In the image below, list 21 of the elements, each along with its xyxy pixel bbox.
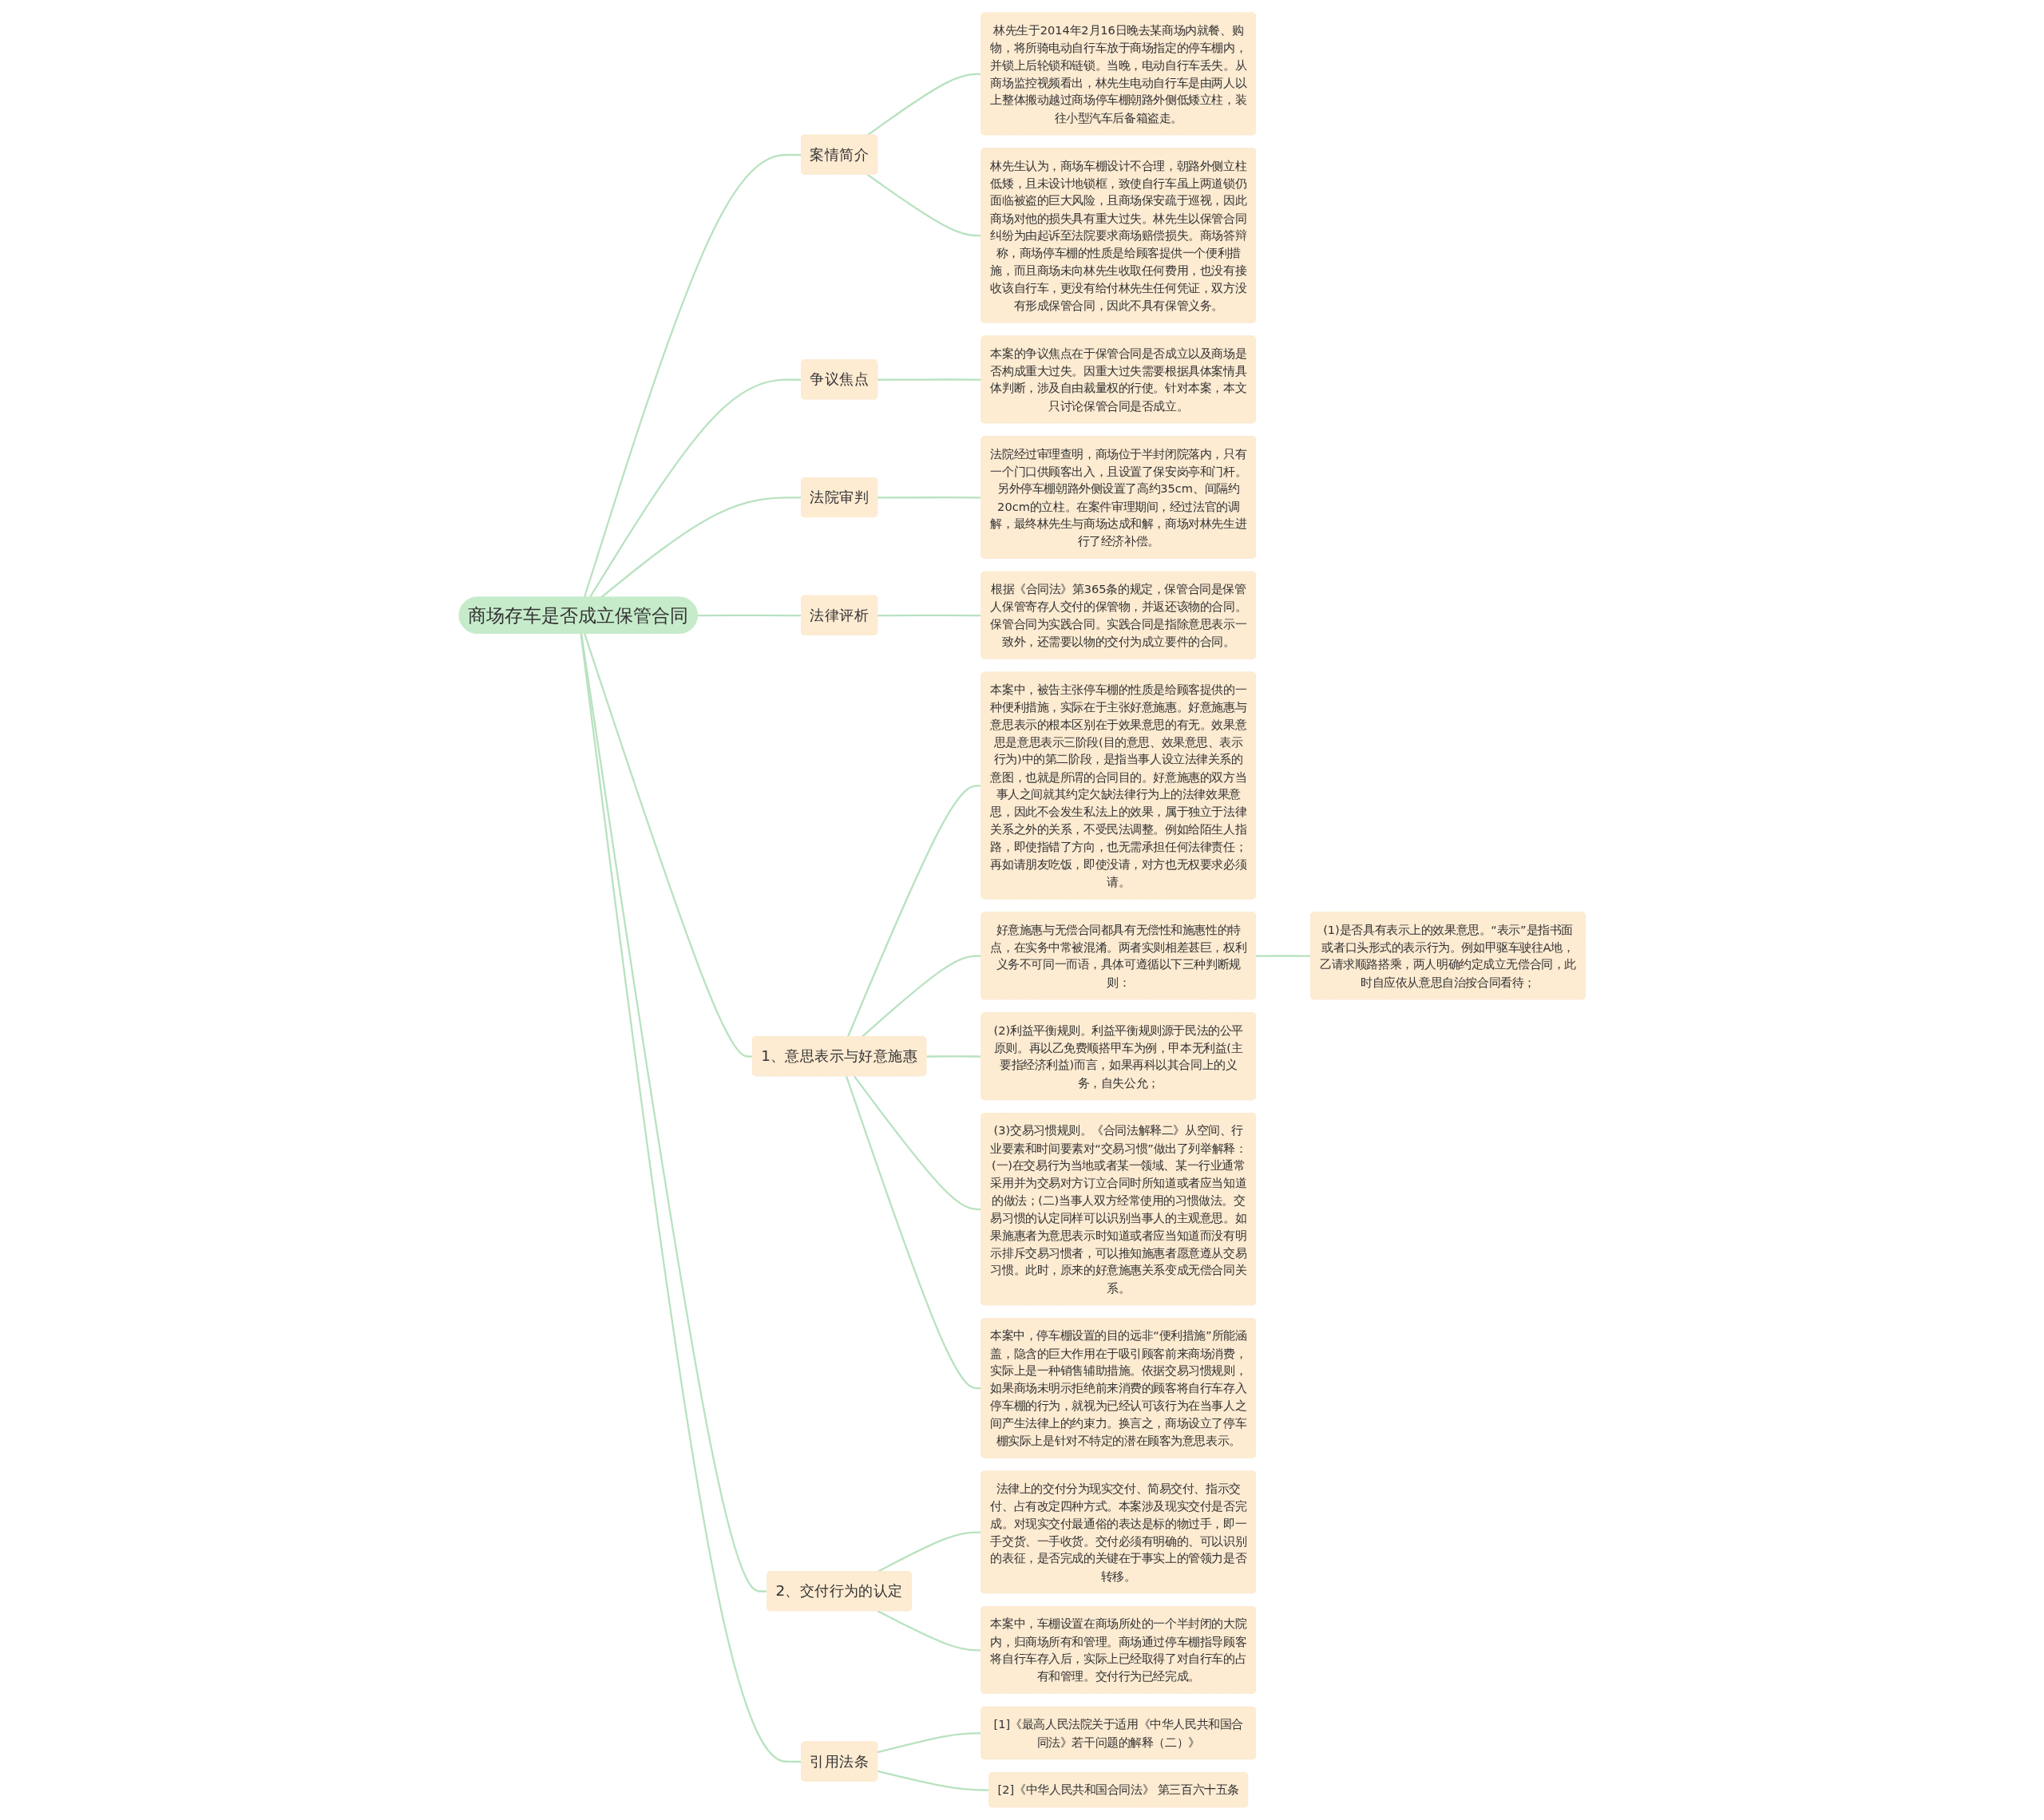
connector	[877, 1610, 981, 1652]
connector	[866, 173, 981, 237]
connector	[1255, 955, 1311, 957]
connector	[925, 1055, 981, 1058]
connector	[846, 785, 981, 1038]
connector	[580, 633, 802, 1763]
connector	[877, 614, 981, 617]
connector	[583, 153, 802, 598]
connector	[877, 497, 981, 499]
connector	[588, 378, 802, 599]
connector	[697, 614, 802, 617]
connector	[861, 955, 981, 1038]
connector	[877, 378, 981, 381]
connector	[877, 1770, 989, 1791]
connector	[583, 633, 753, 1058]
connector	[877, 1732, 981, 1754]
connector	[845, 1075, 981, 1390]
connector	[866, 73, 981, 136]
connector	[600, 497, 802, 599]
connector	[853, 1075, 981, 1211]
connector	[580, 633, 768, 1592]
